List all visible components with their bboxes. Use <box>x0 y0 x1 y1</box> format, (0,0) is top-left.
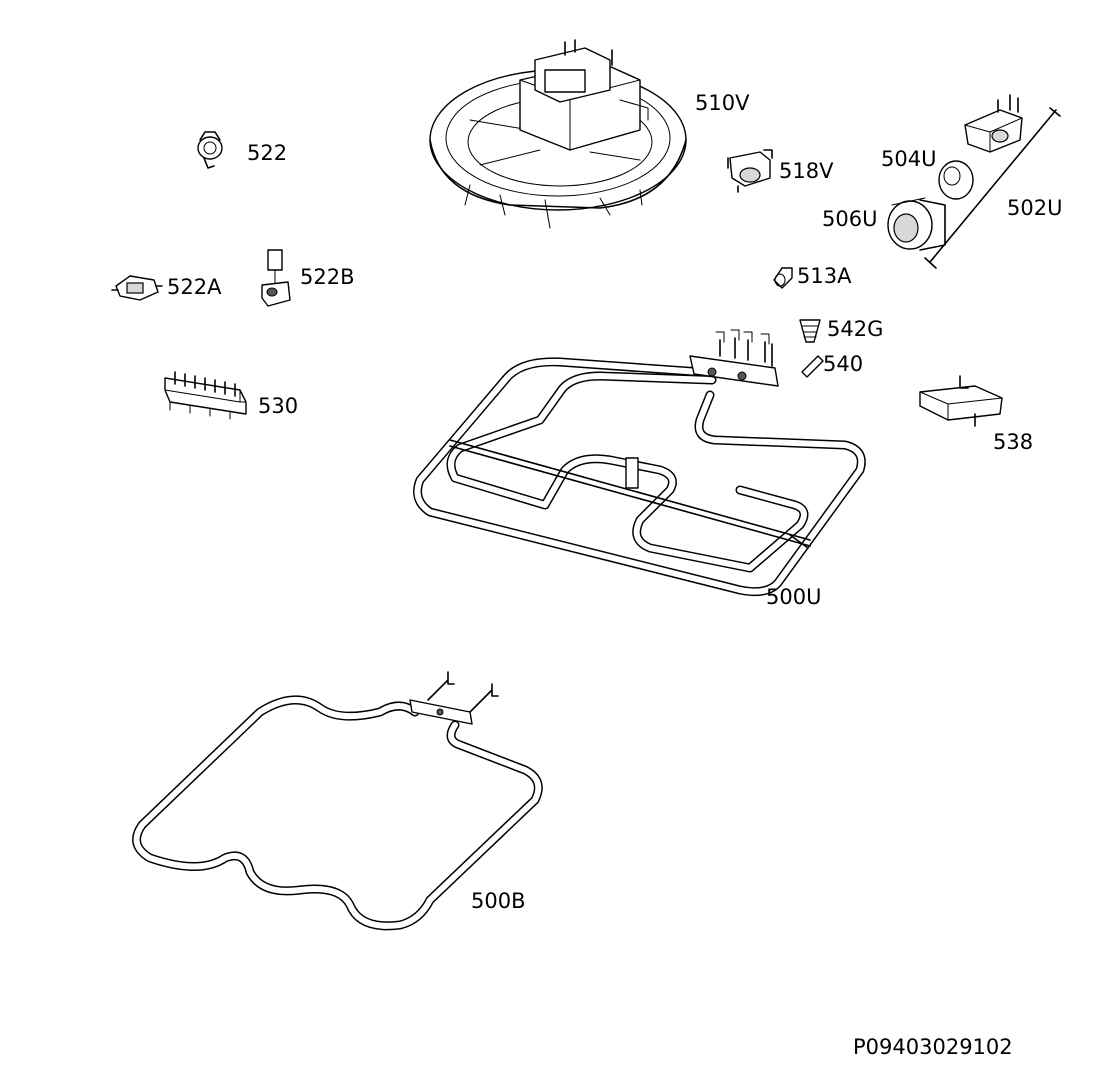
lamp-holder-part <box>887 197 946 251</box>
terminal-block-part <box>164 371 247 420</box>
lamp-socket-part <box>964 94 1023 153</box>
document-id: P09403029102 <box>853 1035 1013 1059</box>
label-510v: 510V <box>695 91 750 115</box>
label-522a: 522A <box>167 275 222 299</box>
fuse-part <box>773 267 793 289</box>
bracket-522a-part <box>111 275 163 301</box>
upper-heater-part <box>413 329 866 597</box>
lamp-cover-part <box>938 160 974 200</box>
label-522b: 522B <box>300 265 355 289</box>
label-540: 540 <box>823 352 863 376</box>
pin-part <box>801 355 824 378</box>
label-500u: 500U <box>766 585 821 609</box>
group-bracket-502u <box>929 109 1057 263</box>
label-504u: 504U <box>881 147 936 171</box>
label-542g: 542G <box>827 317 883 341</box>
fan-motor-part <box>429 39 687 229</box>
label-506u: 506U <box>822 207 877 231</box>
clamp-part <box>197 131 223 169</box>
bracket-522b-part <box>261 249 291 307</box>
label-538: 538 <box>993 430 1033 454</box>
label-500b: 500B <box>471 889 526 913</box>
label-502u: 502U <box>1007 196 1062 220</box>
switch-part <box>919 375 1003 427</box>
label-522: 522 <box>247 141 287 165</box>
connector-cap-part <box>799 319 821 343</box>
label-518v: 518V <box>779 159 834 183</box>
lower-heater-part <box>132 671 543 931</box>
label-513a: 513A <box>797 264 852 288</box>
thermostat-limiter-part <box>727 149 773 193</box>
label-530: 530 <box>258 394 298 418</box>
